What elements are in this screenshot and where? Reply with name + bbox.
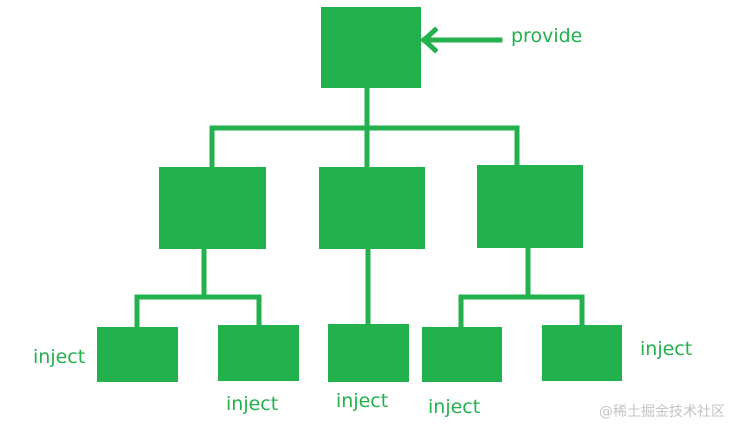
inject-label-2: inject (226, 393, 279, 415)
leaf-node-4 (422, 327, 502, 382)
watermark-text: @稀土掘金技术社区 (599, 404, 725, 420)
leaf-node-3 (328, 324, 409, 382)
level2-node-middle (319, 167, 425, 249)
connectors (134, 26, 585, 330)
root-node (321, 7, 421, 88)
nodes (97, 7, 622, 382)
inject-label-4: inject (428, 396, 481, 418)
inject-label-5: inject (640, 338, 693, 360)
provide-arrow-head (420, 26, 439, 54)
leaf-node-5 (542, 325, 622, 381)
inject-label-3: inject (336, 390, 389, 412)
provide-label: provide (511, 25, 583, 47)
inject-label-1: inject (33, 346, 86, 368)
level2-node-right (477, 165, 583, 248)
leaf-node-1 (97, 327, 178, 382)
level2-node-left (159, 167, 266, 249)
leaf-node-2 (218, 325, 299, 381)
